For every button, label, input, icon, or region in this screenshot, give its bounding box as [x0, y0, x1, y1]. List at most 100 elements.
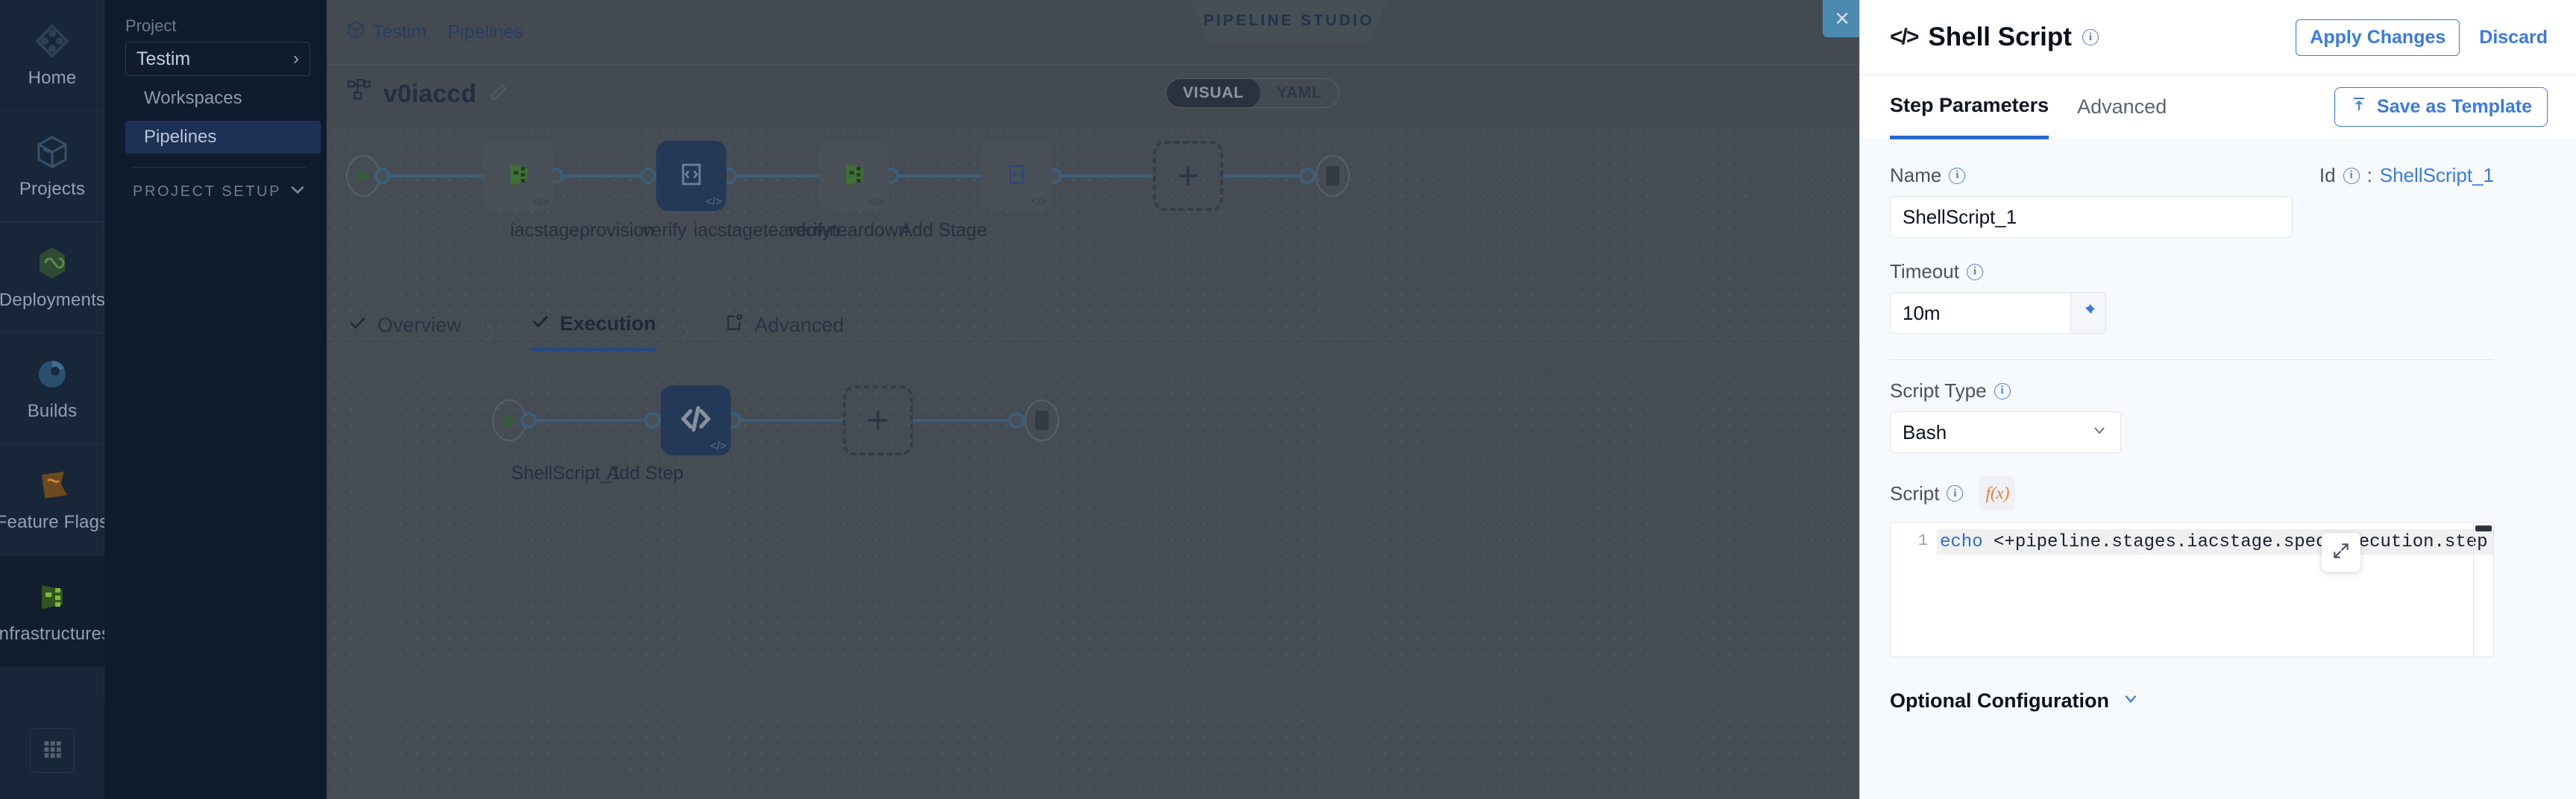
rail-item-deployments[interactable]: Deployments [0, 222, 106, 333]
code-slash-icon [676, 399, 716, 443]
project-selector[interactable]: Testim › [125, 42, 310, 76]
stage-node-verify[interactable]: </> [656, 141, 726, 211]
id-value: ShellScript_1 [2379, 164, 2494, 186]
script-type-label: Script Type [1890, 379, 1987, 402]
timeout-input[interactable]: 10m [1890, 292, 2070, 334]
fx-icon[interactable]: f(x) [1979, 476, 2016, 511]
stage-label-add-stage: Add Stage [899, 220, 987, 241]
add-step-node[interactable]: + [843, 385, 913, 455]
infinity-hex-icon [33, 244, 72, 282]
pin-button[interactable] [2070, 292, 2106, 334]
name-input[interactable]: ShellScript_1 [1890, 196, 2293, 238]
drawer-title: Shell Script [1928, 22, 2072, 51]
editor-right-rule [2473, 522, 2474, 657]
close-drawer-button[interactable]: × [1823, 0, 1862, 37]
code-tag-icon: </> [1031, 195, 1047, 208]
script-type-select[interactable]: Bash [1890, 411, 2121, 453]
info-icon[interactable]: i [1947, 485, 1964, 502]
rail-label-deployments: Deployments [0, 290, 106, 310]
info-icon[interactable]: i [2082, 29, 2099, 45]
pencil-icon[interactable] [489, 80, 508, 109]
step-end-node[interactable] [1025, 400, 1059, 441]
connector [537, 419, 650, 422]
editor-scrollbar[interactable] [2475, 525, 2492, 531]
sidebar-item-workspaces[interactable]: Workspaces [125, 82, 321, 115]
info-icon[interactable]: i [1994, 382, 2011, 400]
rail-label-builds: Builds [27, 401, 78, 421]
stage-node-iacstageteardown[interactable]: </> [819, 141, 889, 211]
sidebar-item-label-workspaces: Workspaces [144, 88, 242, 108]
rail-item-builds[interactable]: Builds [0, 333, 104, 444]
tab-step-parameters[interactable]: Step Parameters [1890, 75, 2049, 139]
id-separator: : [2366, 164, 2372, 186]
rail-item-feature-flags[interactable]: Feature Flags [0, 444, 108, 555]
stage-tab-label-advanced: Advanced [754, 314, 844, 336]
project-nav-panel: Project Testim › Workspaces Pipelines PR… [104, 0, 327, 799]
code-tag-icon: </> [706, 195, 722, 208]
rail-item-projects[interactable]: Projects [0, 111, 104, 222]
apps-grid-button[interactable] [30, 728, 75, 773]
info-icon[interactable]: i [1966, 263, 1983, 280]
step-node-shellscript-1[interactable]: </> [661, 385, 731, 455]
script-label: Script [1890, 481, 1940, 505]
name-id-row: Name i Id i : ShellScript_1 [1890, 164, 2494, 187]
stage-node-verifyteardown[interactable]: </> [981, 141, 1052, 211]
rail-label-projects: Projects [19, 179, 86, 199]
project-selector-value: Testim [136, 48, 191, 69]
code-tag-icon: </> [533, 195, 549, 208]
cube-small-icon [346, 20, 365, 45]
breadcrumb: Testim › Pipelines › [346, 20, 537, 45]
sidebar-item-pipelines[interactable]: Pipelines [125, 121, 321, 154]
tab-advanced[interactable]: Advanced [2077, 95, 2167, 118]
info-icon[interactable]: i [2343, 167, 2360, 184]
code-slash-icon: </> [1890, 25, 1919, 49]
expand-editor-button[interactable] [2322, 533, 2360, 572]
stage-tab-overview[interactable]: Overview [348, 313, 462, 350]
stage-label-iacstageprovision: iacstageprovision [510, 220, 655, 241]
rail-label-infrastructures: Infrastructures [0, 623, 111, 644]
cube-icon [33, 133, 72, 171]
chevron-right-icon: › [293, 48, 299, 69]
discard-button[interactable]: Discard [2479, 26, 2548, 48]
rail-item-home[interactable]: Home [0, 0, 104, 111]
project-setup-section[interactable]: PROJECT SETUP [133, 180, 321, 203]
script-editor[interactable]: 1 echo <+pipeline.stages.iacstage.spec.e… [1890, 522, 2494, 657]
save-as-template-button[interactable]: Save as Template [2334, 87, 2548, 127]
add-stage-node[interactable]: + [1153, 141, 1223, 211]
optional-configuration-toggle[interactable]: Optional Configuration [1890, 689, 2546, 713]
apps-grid-icon [42, 739, 63, 763]
rail-item-infrastructures[interactable]: Infrastructures [0, 555, 110, 666]
connector [391, 174, 483, 177]
step-row: </> + [327, 385, 2576, 456]
connector [1223, 174, 1305, 177]
breadcrumb-link-pipelines[interactable]: Pipelines [447, 21, 524, 42]
connector [899, 174, 981, 177]
project-caption: Project [125, 16, 177, 35]
view-toggle[interactable]: VISUAL YAML [1166, 78, 1339, 108]
stage-tab-label-overview: Overview [377, 314, 462, 336]
toggle-option-yaml[interactable]: YAML [1276, 84, 1322, 101]
step-label-add-step: Add Step [606, 463, 684, 484]
drawer-tabs: Step Parameters Advanced Save as Templat… [1860, 75, 2576, 139]
drawer-header-actions: Apply Changes Discard [2296, 19, 2548, 56]
apply-changes-button[interactable]: Apply Changes [2296, 19, 2460, 56]
info-icon[interactable]: i [1949, 167, 1966, 184]
script-rest: <+pipeline.stages.iacstage.spec.executio… [1994, 531, 2488, 552]
template-upload-icon [2350, 95, 2368, 119]
drawer-title-group: </> Shell Script i [1890, 22, 2099, 52]
breadcrumb-link-testim[interactable]: Testim [373, 21, 427, 42]
play-icon [357, 168, 369, 183]
code-tag-icon: </> [868, 195, 885, 208]
infra-green-icon [837, 157, 871, 195]
stage-tab-advanced[interactable]: Advanced [725, 313, 844, 350]
pipeline-end-node[interactable] [1316, 155, 1350, 197]
flag-hex-icon [33, 466, 72, 505]
close-icon: × [1835, 4, 1850, 33]
toggle-option-visual[interactable]: VISUAL [1166, 79, 1260, 107]
stage-label-verify: verify [642, 220, 687, 241]
stage-tab-execution[interactable]: Execution [530, 312, 656, 351]
advanced-gear-icon [725, 313, 744, 338]
stage-node-iacstageprovision[interactable]: </> [483, 141, 553, 211]
port [521, 412, 537, 429]
connector [1062, 174, 1153, 177]
